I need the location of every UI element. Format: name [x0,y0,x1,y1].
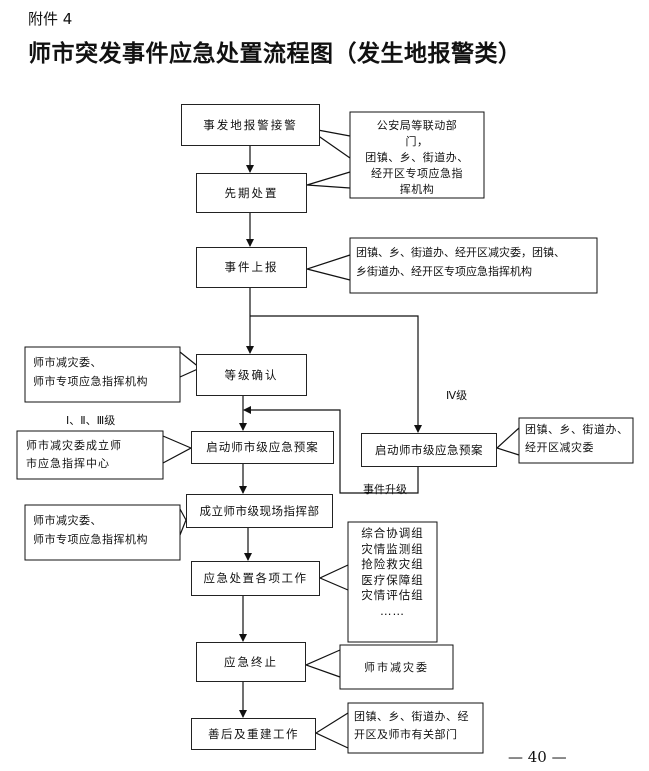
group-item: …… [380,603,405,618]
note-line: 公安局等联动部 [376,119,458,132]
pointer-end [304,649,341,678]
pointer-center [162,435,193,464]
label-event-upgrade: 事件升级 [363,483,407,496]
note-line: 经开区专项应急指 [371,166,463,180]
note-line: 乡街道办、经开区专项应急指挥机构 [356,264,532,278]
note-frame-end [339,644,454,690]
note-line: 师市减灾委、 [33,356,102,369]
note-frame-county [518,417,634,464]
note-county-committee: 团镇、乡、街道办、 经开区减灾委 [525,421,631,456]
label-level-high: Ⅰ、Ⅱ、Ⅲ级 [66,414,116,427]
note-command-center: 师市减灾委成立师 市应急指挥中心 [26,437,161,472]
note-line: 经开区减灾委 [525,440,594,454]
note-frame-groups [347,521,438,643]
note-line: 团镇、乡、街道办、经 [354,710,469,723]
group-item: 医疗保障组 [361,572,424,587]
arrow-event-upgrade [243,406,419,494]
note-line: 市应急指挥中心 [26,456,110,470]
group-item: 灾情评估组 [361,588,424,603]
note-line: 挥机构 [399,182,435,194]
note-line: 开区及师市有关部门 [354,727,458,741]
box-start-city-plan: 启动师市级应急预案 [191,431,334,464]
page-number: — 40 — [508,748,567,766]
note-line: 师市专项应急指挥机构 [33,533,148,547]
note-frame-police [349,111,485,199]
box-receive-alarm: 事发地报警接警 [181,104,320,146]
box-emergency-work: 应急处置各项工作 [191,561,320,596]
note-confirm-by: 师市减灾委、 师市专项应急指挥机构 [33,353,178,392]
box-initial-handling: 先期处置 [196,173,307,213]
page-title: 师市突发事件应急处置流程图（发生地报警类） [28,40,522,67]
box-start-county-plan: 启动师市级应急预案 [361,433,497,467]
pointer-report [304,254,351,281]
box-emergency-end: 应急终止 [196,642,306,682]
arrow-branch-level4 [250,315,422,433]
note-line: 师市减灾委、 [33,514,102,527]
annex-label: 附件 4 [28,10,73,28]
box-field-command: 成立师市级现场指挥部 [186,494,333,528]
note-frame-command [24,504,181,561]
note-end-by: 师市减灾委 [340,659,453,676]
note-line: 师市减灾委成立师 [26,439,122,452]
box-level-confirm: 等级确认 [196,354,307,396]
note-line: 团镇、乡、街道办、经开区减灾委，团镇、 [356,246,565,259]
group-item: 综合协调组 [361,526,424,540]
note-line: 团镇、乡、街道办、 [365,150,469,164]
note-line: 门， [405,134,429,148]
note-frame-recovery [347,702,484,754]
pointer-recovery [314,712,349,749]
pointer-county [495,427,520,456]
note-frame-report [349,237,598,294]
note-report-recipients: 团镇、乡、街道办、经开区减灾委，团镇、 乡街道办、经开区专项应急指挥机构 [356,244,594,281]
note-work-groups: 综合协调组 灾情监测组 抢险救灾组 医疗保障组 灾情评估组 …… [348,526,437,619]
pointer-police-2 [306,171,351,189]
note-frame-confirm [24,346,181,403]
note-line: 师市专项应急指挥机构 [33,375,148,389]
box-event-report: 事件上报 [196,247,307,288]
group-item: 灾情监测组 [361,541,424,556]
note-police-linkage: 公安局等联动部 门， 团镇、乡、街道办、 经开区专项应急指 挥机构 [355,118,479,194]
label-level-low: Ⅳ级 [446,389,468,402]
pointer-groups [318,564,349,591]
box-recovery-work: 善后及重建工作 [191,718,316,750]
note-frame-center [16,430,164,480]
note-line: 师市减灾委 [364,661,429,674]
note-recovery-by: 团镇、乡、街道办、经 开区及师市有关部门 [354,708,482,743]
note-command-by: 师市减灾委、 师市专项应急指挥机构 [33,511,178,550]
group-item: 抢险救灾组 [361,557,424,572]
note-line: 团镇、乡、街道办、 [525,423,629,436]
